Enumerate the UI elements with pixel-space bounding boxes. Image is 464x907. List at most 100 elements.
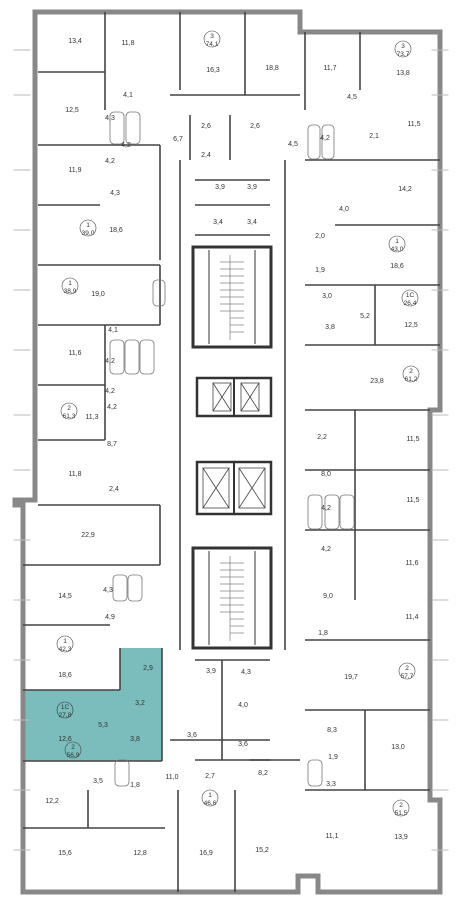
room-area-label: 4,0	[339, 206, 349, 213]
elevator-pair-lower	[195, 460, 273, 516]
elevator-pair-upper	[195, 376, 273, 418]
room-area-label: 4,2	[320, 135, 330, 142]
room-area-label: 12,5	[65, 107, 79, 114]
room-area-label: 14,5	[58, 593, 72, 600]
room-area-label: 1,9	[315, 267, 325, 274]
apartment-tag[interactable]: 257,7	[398, 662, 416, 680]
room-area-label: 4,3	[103, 587, 113, 594]
room-area-label: 2,1	[369, 133, 379, 140]
room-area-label: 4,1	[108, 327, 118, 334]
apartment-area: 39,0	[82, 230, 95, 237]
apartment-tag-circle	[398, 662, 416, 680]
apartment-tag[interactable]: 261,3	[60, 402, 78, 420]
apartment-area: 51,5	[395, 810, 408, 817]
apartment-tag[interactable]: 251,5	[392, 799, 410, 817]
room-area-label: 13,0	[391, 744, 405, 751]
room-area-label: 19,0	[91, 291, 105, 298]
apartment-type: 1	[208, 792, 212, 799]
building-core	[191, 245, 273, 650]
room-area-label: 11,1	[325, 833, 338, 840]
room-area-label: 8,7	[107, 441, 117, 448]
walls	[12, 9, 449, 895]
room-area-label: 6,7	[173, 136, 183, 143]
room-area-label: 11,3	[85, 414, 98, 421]
room-area-label: 18,6	[58, 672, 72, 679]
stair-steps-upper	[220, 255, 244, 340]
room-area-label: 8,3	[327, 727, 337, 734]
apartment-tag[interactable]: 142,3	[56, 635, 74, 653]
apartment-area: 56,9	[67, 752, 80, 759]
apartment-area: 43,0	[391, 246, 404, 253]
apartment-tag-circle	[60, 402, 78, 420]
apartment-tag[interactable]: 261,2	[402, 365, 420, 383]
room-area-label: 3,0	[322, 293, 332, 300]
highlighted-room-area-label: 3,8	[130, 736, 140, 743]
bathtub-icon	[114, 759, 130, 787]
apartment-tag[interactable]: 256,9	[64, 741, 82, 759]
apartment-tag[interactable]: 138,9	[61, 277, 79, 295]
highlighted-room-area-label: 2,9	[143, 665, 153, 672]
apartment-tag[interactable]: 143,0	[388, 235, 406, 253]
apartment-tag[interactable]: 373,7	[394, 40, 412, 58]
room-area-label: 18,6	[109, 227, 123, 234]
room-area-label: 3,4	[213, 219, 223, 226]
room-area-label: 11,5	[407, 121, 420, 128]
apartment-tag-circle	[56, 635, 74, 653]
bathtub-icon	[307, 124, 321, 160]
room-area-label: 4,2	[105, 358, 115, 365]
apartment-type: 1	[395, 238, 399, 245]
bathtub-icon	[307, 759, 323, 787]
bathtub-icon	[124, 339, 140, 375]
apartment-area: 61,2	[405, 376, 418, 383]
bathtub-icon	[324, 494, 340, 530]
room-area-label: 22,9	[81, 532, 95, 539]
stair-steps-lower	[220, 556, 244, 641]
room-area-label: 2,0	[315, 233, 325, 240]
room-area-label: 13,9	[394, 834, 408, 841]
highlighted-apartment[interactable]	[23, 648, 162, 761]
room-area-label: 11,5	[406, 497, 419, 504]
room-area-label: 11,4	[405, 614, 418, 621]
bathtub-icon	[139, 339, 155, 375]
apartment-tag[interactable]: 139,0	[79, 219, 97, 237]
bathtub-icon	[112, 574, 128, 602]
room-area-label: 3,9	[206, 668, 216, 675]
room-area-label: 3,4	[247, 219, 257, 226]
room-area-label: 11,7	[323, 65, 336, 72]
apartment-area: 26,4	[404, 300, 417, 307]
apartment-area: 73,7	[397, 51, 410, 58]
apartment-type: 3	[401, 43, 405, 50]
bathtub-icon	[152, 279, 166, 307]
room-area-label: 5,2	[360, 313, 370, 320]
apartment-tag-circle	[201, 789, 219, 807]
room-area-label: 18,8	[265, 65, 279, 72]
apartment-tag-circle	[401, 289, 419, 307]
apartment-type: 1	[63, 638, 67, 645]
highlighted-apartment-shape[interactable]	[23, 648, 162, 761]
room-area-label: 19,7	[344, 674, 358, 681]
apartment-type: 2	[399, 802, 403, 809]
room-area-label: 3,6	[238, 741, 248, 748]
room-area-label: 12,2	[45, 798, 59, 805]
apartment-tag[interactable]: 146,6	[201, 789, 219, 807]
room-area-label: 4,2	[107, 404, 117, 411]
apartment-tag-circle	[203, 30, 221, 48]
room-area-label: 9,0	[323, 593, 333, 600]
bathtub-icon	[109, 111, 125, 145]
apartment-area: 27,8	[59, 712, 72, 719]
bathtub-icon	[125, 111, 141, 145]
room-area-label: 4,2	[321, 505, 331, 512]
room-area-label: 13,4	[68, 38, 82, 45]
room-area-label: 3,9	[247, 184, 257, 191]
bathtub-icon	[321, 124, 335, 160]
apartment-type: 2	[409, 368, 413, 375]
room-area-label: 4,5	[347, 94, 357, 101]
apartment-tag-circle	[394, 40, 412, 58]
room-area-label: 2,2	[317, 434, 327, 441]
apartment-tag[interactable]: 374,1	[203, 30, 221, 48]
room-area-label: 14,2	[398, 186, 412, 193]
apartment-type: 2	[405, 665, 409, 672]
room-area-label: 11,8	[121, 40, 134, 47]
